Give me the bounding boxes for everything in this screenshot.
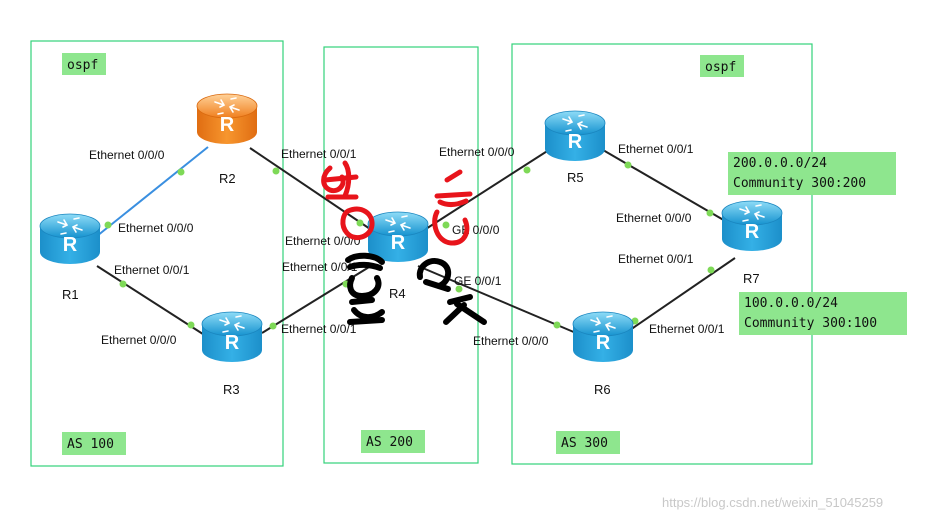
port-labels: Ethernet 0/0/0 Ethernet 0/0/0 Ethernet 0…: [89, 142, 725, 348]
port-label-r4-e001: Ethernet 0/0/1: [282, 260, 358, 274]
as-area-300: ospf AS 300: [511, 43, 813, 465]
router-icon: R: [572, 311, 634, 362]
port-label-r4-e000: Ethernet 0/0/0: [285, 234, 361, 248]
router-r1[interactable]: R R1: [39, 213, 101, 302]
router-icon: R: [721, 200, 783, 251]
annotation-black-left: [345, 252, 385, 325]
router-label-r2: R2: [219, 171, 236, 186]
port-label-r3-e000: Ethernet 0/0/0: [101, 333, 177, 347]
port-dot-r7-e000: [706, 209, 714, 217]
port-dot-r2-e000: [177, 168, 185, 176]
router-label-r3: R3: [223, 382, 240, 397]
port-dot-r5-e000: [523, 166, 531, 174]
router-label-r5: R5: [567, 170, 584, 185]
router-glyph: R: [568, 131, 583, 153]
router-r4[interactable]: R R4: [367, 211, 429, 301]
area-tag-as300: AS 300: [556, 431, 620, 454]
link-r3-r4[interactable]: [261, 263, 375, 334]
port-label-r7-e001: Ethernet 0/0/1: [618, 252, 694, 266]
handwritten-annotations: [321, 160, 487, 325]
as-area-100: ospf AS 100: [30, 40, 284, 467]
router-icon: R: [201, 311, 263, 362]
router-r5[interactable]: R R5: [544, 110, 606, 185]
link-r5-r7[interactable]: [602, 149, 728, 223]
router-glyph: R: [220, 114, 235, 136]
area-tag-as200: AS 200: [361, 430, 425, 453]
area-tag-ospf-left: ospf: [62, 53, 106, 75]
router-r6[interactable]: R R6: [572, 311, 634, 397]
route-note-r7-bottom: 100.0.0.0/24 Community 300:100: [739, 292, 907, 335]
port-dot-r1-e000: [104, 221, 112, 229]
router-glyph: R: [596, 332, 611, 354]
router-label-r6: R6: [594, 382, 611, 397]
link-r4-r6[interactable]: [417, 265, 577, 334]
port-label-r4-ge000: GE 0/0/0: [452, 223, 500, 237]
annotation-red-left: [321, 160, 375, 241]
router-icon: R: [196, 93, 258, 144]
annotation-red-right: [432, 169, 473, 246]
area-tag-as100: AS 100: [62, 432, 126, 455]
as200-label: AS 200: [366, 435, 413, 450]
as-area-200: AS 200: [323, 46, 479, 464]
link-r1-r2[interactable]: [96, 146, 209, 237]
port-dot-r6-e000: [553, 321, 561, 329]
port-dot-r2-e001: [272, 167, 280, 175]
router-r3[interactable]: R R3: [201, 311, 263, 397]
port-dot-r3-e001: [269, 322, 277, 330]
port-dot-r5-e001: [624, 161, 632, 169]
port-dot-r4-ge001: [455, 285, 463, 293]
port-label-r6-e001: Ethernet 0/0/1: [649, 322, 725, 336]
port-label-r5-e000: Ethernet 0/0/0: [439, 145, 515, 159]
link-r6-r7[interactable]: [629, 257, 736, 331]
route-prefix-200: 200.0.0.0/24: [733, 156, 827, 171]
port-dot-r4-ge000: [442, 221, 450, 229]
as100-label: AS 100: [67, 437, 114, 452]
router-icon: R: [367, 211, 429, 262]
router-label-r4: R4: [389, 286, 406, 301]
router-icon: R: [544, 110, 606, 161]
router-glyph: R: [391, 232, 406, 254]
router-glyph: R: [745, 221, 760, 243]
port-label-r3-e001: Ethernet 0/0/1: [281, 322, 357, 336]
route-prefix-100: 100.0.0.0/24: [744, 296, 838, 311]
link-r2-r4[interactable]: [249, 147, 377, 234]
port-label-r2-e001: Ethernet 0/0/1: [281, 147, 357, 161]
port-label-r2-e000: Ethernet 0/0/0: [89, 148, 165, 162]
route-note-r7-top: 200.0.0.0/24 Community 300:200: [728, 152, 896, 195]
links: [96, 146, 736, 337]
area-tag-ospf-right: ospf: [700, 55, 744, 77]
port-label-r1-e000: Ethernet 0/0/0: [118, 221, 194, 235]
route-community-300-100: Community 300:100: [744, 316, 877, 331]
watermark: https://blog.csdn.net/weixin_51045259: [662, 495, 883, 510]
as300-label: AS 300: [561, 436, 608, 451]
port-dot-r4-e000: [356, 219, 364, 227]
router-r2[interactable]: R R2: [196, 93, 258, 186]
link-r4-r5[interactable]: [417, 147, 553, 235]
router-glyph: R: [63, 234, 78, 256]
port-dots: [104, 161, 715, 330]
router-label-r7: R7: [743, 271, 760, 286]
port-label-r7-e000: Ethernet 0/0/0: [616, 211, 692, 225]
port-label-r4-ge001: GE 0/0/1: [454, 274, 502, 288]
route-community-300-200: Community 300:200: [733, 176, 866, 191]
router-glyph: R: [225, 332, 240, 354]
ospf-label-right: ospf: [705, 60, 736, 75]
port-label-r1-e001: Ethernet 0/0/1: [114, 263, 190, 277]
router-r7[interactable]: R R7: [721, 200, 783, 286]
port-label-r5-e001: Ethernet 0/0/1: [618, 142, 694, 156]
router-label-r1: R1: [62, 287, 79, 302]
ospf-label-left: ospf: [67, 58, 98, 73]
port-dot-r3-e000: [187, 321, 195, 329]
port-dot-r1-e001: [119, 280, 127, 288]
annotation-black-right: [416, 258, 487, 325]
router-icon: R: [39, 213, 101, 264]
port-dot-r7-e001: [707, 266, 715, 274]
port-label-r6-e000: Ethernet 0/0/0: [473, 334, 549, 348]
